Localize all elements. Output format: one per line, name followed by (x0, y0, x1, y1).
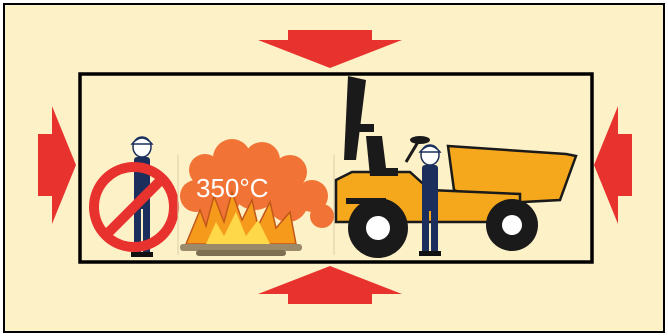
temperature-label: 350°C (196, 173, 269, 203)
